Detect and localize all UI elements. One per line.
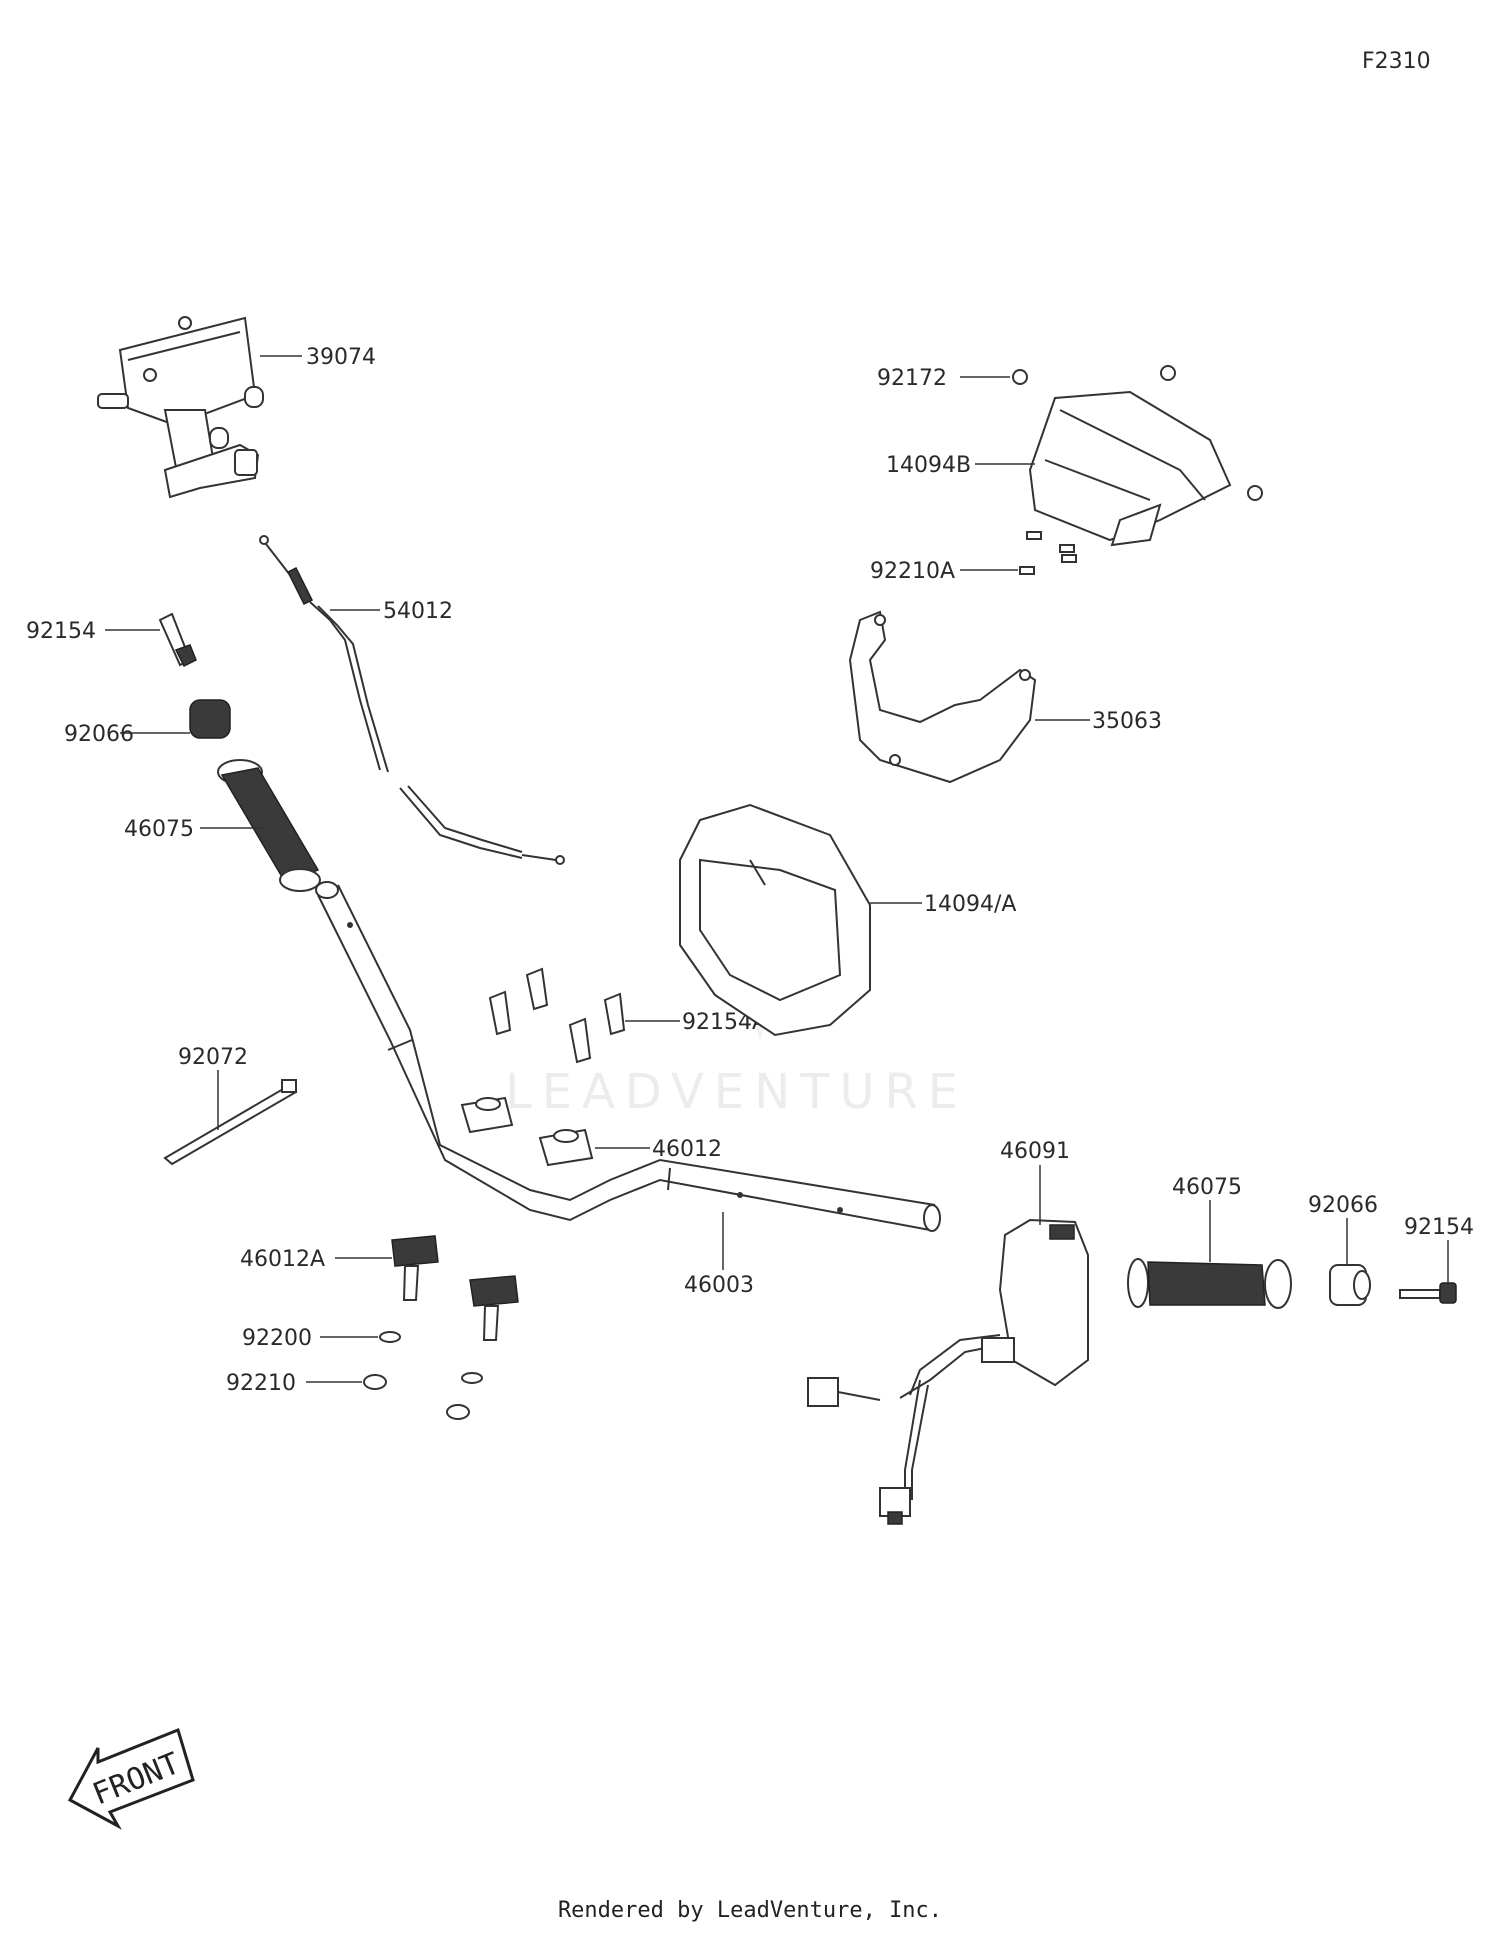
part-meter-cover[interactable]: [679, 803, 871, 1037]
part-grip-right[interactable]: [1127, 1258, 1292, 1309]
callout-label: 54012: [383, 599, 453, 624]
part-cover-upper[interactable]: [1012, 365, 1263, 547]
callout-label: 92210: [226, 1371, 296, 1396]
part-bracket[interactable]: [848, 610, 1037, 784]
callout-label: 92066: [1308, 1193, 1378, 1218]
callout-label: 92066: [64, 722, 134, 747]
part-bolt-right[interactable]: [1399, 1282, 1457, 1304]
callout-label: 92172: [877, 366, 947, 391]
callout-label: 46091: [1000, 1139, 1070, 1164]
callout-label: 46003: [684, 1273, 754, 1298]
part-grip-left[interactable]: [217, 759, 321, 892]
part-clips[interactable]: [1019, 531, 1077, 575]
part-bolt-left[interactable]: [158, 612, 197, 668]
part-cable-tie[interactable]: [163, 1079, 298, 1166]
callout-label: 92154: [1404, 1215, 1474, 1240]
callout-label: 46075: [1172, 1175, 1242, 1200]
part-bolts-center[interactable]: [488, 967, 626, 1064]
callout-label: 92210A: [870, 559, 955, 584]
callout-label: 14094/A: [924, 892, 1016, 917]
callout-label: 92072: [178, 1045, 248, 1070]
part-holder-upper[interactable]: [460, 1096, 594, 1167]
front-arrow-icon: FRONT: [67, 1727, 195, 1830]
part-bar-end-left[interactable]: [189, 699, 231, 739]
callout-label: 46075: [124, 817, 194, 842]
render-credit: Rendered by LeadVenture, Inc.: [557, 1898, 943, 1923]
watermark-text: LEADVENTURE: [505, 1064, 968, 1120]
part-handlebar[interactable]: [315, 881, 941, 1232]
callout-label: 14094B: [886, 453, 971, 478]
callout-label: 46012A: [240, 1247, 325, 1272]
callout-label: 46012: [652, 1137, 722, 1162]
part-handlebar-switch[interactable]: [807, 1218, 1089, 1525]
part-bar-end-right[interactable]: [1329, 1264, 1371, 1306]
callout-label: 92200: [242, 1326, 312, 1351]
part-throttle-cable[interactable]: [259, 535, 565, 865]
callout-label: 35063: [1092, 709, 1162, 734]
callout-label: 92154: [26, 619, 96, 644]
part-holder-lower[interactable]: [391, 1235, 519, 1341]
diagram-code: F2310: [1362, 49, 1431, 74]
part-washers-nuts[interactable]: [363, 1331, 483, 1420]
callout-label: 39074: [306, 345, 376, 370]
part-master-cylinder[interactable]: [97, 316, 264, 499]
